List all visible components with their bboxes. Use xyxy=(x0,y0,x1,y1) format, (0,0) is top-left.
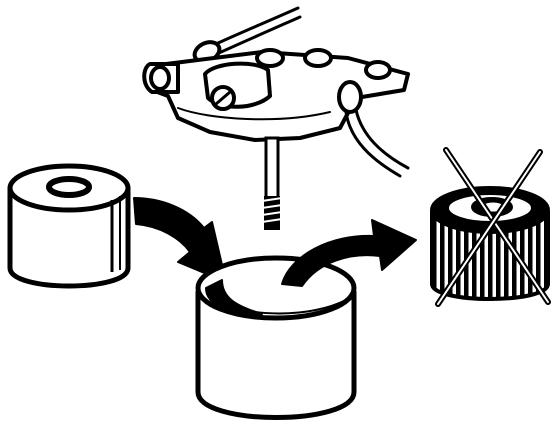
new-filter-element-icon xyxy=(10,166,128,286)
filter-bowl-icon xyxy=(198,258,354,418)
old-filter-element-crossed-icon xyxy=(432,150,548,304)
centre-bolt-icon xyxy=(262,138,282,230)
